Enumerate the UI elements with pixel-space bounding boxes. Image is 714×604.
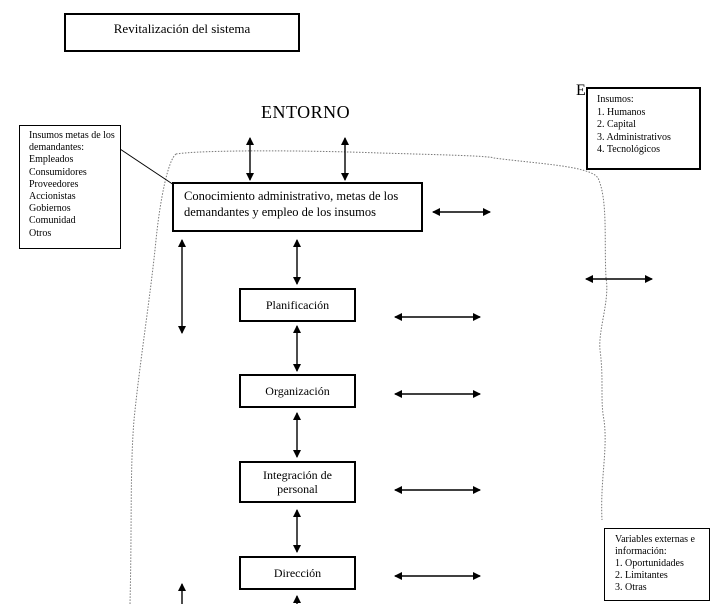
environment-boundary-left bbox=[129, 153, 177, 604]
step-label: Planificación bbox=[265, 297, 330, 312]
demandantes-item: Accionistas bbox=[29, 191, 76, 203]
environment-boundary bbox=[175, 150, 608, 521]
demandantes-item: Otros bbox=[29, 227, 52, 239]
step-organizacion: Organización bbox=[239, 374, 356, 408]
title-box: Revitalización del sistema bbox=[64, 13, 300, 52]
insumos-item: 4. Tecnológicos bbox=[597, 144, 660, 155]
variables-item: 1. Oportunidades bbox=[615, 558, 684, 569]
demandantes-box: Insumos metas de los demandantes: Emplea… bbox=[19, 125, 121, 249]
insumos-item: 1. Humanos bbox=[597, 106, 646, 118]
demandantes-item: Gobiernos bbox=[29, 203, 71, 215]
demandantes-item: Comunidad bbox=[29, 215, 76, 227]
step-label: Dirección bbox=[273, 565, 322, 580]
step-planificacion: Planificación bbox=[239, 288, 356, 322]
step-label: Integración de personal bbox=[263, 468, 332, 496]
insumos-heading: Insumos: bbox=[597, 94, 634, 105]
demandantes-item: Proveedores bbox=[29, 178, 79, 190]
main-process-box: Conocimiento administrativo, metas de lo… bbox=[172, 182, 423, 232]
demandantes-heading: Insumos metas de los demandantes: bbox=[29, 130, 115, 154]
demandantes-item: Empleados bbox=[29, 154, 74, 166]
main-process-text: Conocimiento administrativo, metas de lo… bbox=[184, 189, 399, 219]
diagram-title: Revitalización del sistema bbox=[113, 21, 251, 36]
insumos-item: 2. Capital bbox=[597, 119, 636, 130]
demandantes-item: Consumidores bbox=[29, 166, 87, 178]
step-direccion: Dirección bbox=[239, 556, 356, 590]
variables-box: Variables externas e información: 1. Opo… bbox=[604, 528, 710, 601]
variables-item: 3. Otras bbox=[615, 582, 647, 593]
step-label: Organización bbox=[265, 383, 330, 398]
insumos-box: Insumos: 1. Humanos 2. Capital 3. Admini… bbox=[586, 87, 701, 170]
entorno-right-label: E bbox=[576, 82, 586, 99]
step-integracion-personal: Integración de personal bbox=[239, 461, 356, 503]
demandantes-leader bbox=[119, 148, 175, 186]
variables-item: 2. Limitantes bbox=[615, 570, 668, 581]
variables-heading: Variables externas e información: bbox=[615, 534, 695, 557]
insumos-item: 3. Administrativos bbox=[597, 131, 671, 143]
entorno-label: ENTORNO bbox=[261, 102, 351, 122]
